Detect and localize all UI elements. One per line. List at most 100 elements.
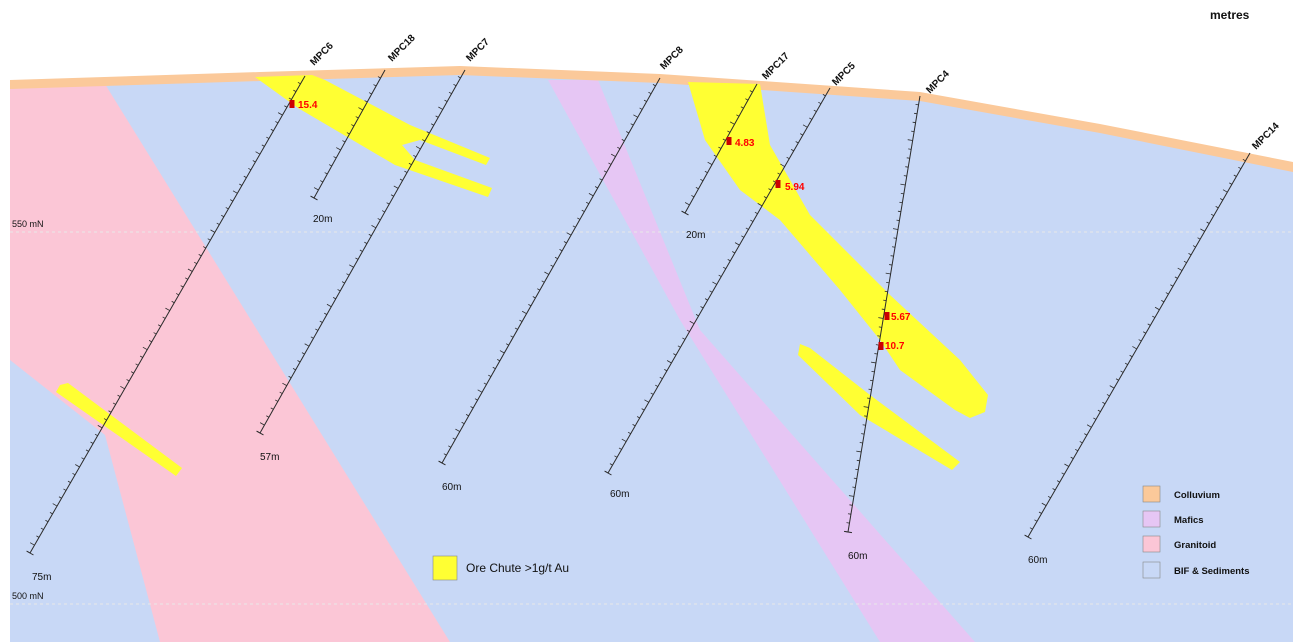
depth-tick — [707, 161, 713, 165]
depth-tick — [390, 194, 394, 197]
depth-tick — [1242, 158, 1246, 162]
depth-tick — [1161, 300, 1165, 303]
hole-label-mpc6: MPC6 — [308, 40, 336, 68]
depth-tick — [1047, 495, 1051, 499]
depth-tick — [727, 259, 731, 262]
depth-tick — [142, 346, 148, 351]
depth-tick — [126, 379, 130, 382]
depth-tick — [293, 89, 297, 92]
depth-tick — [443, 453, 447, 456]
depth-tick — [58, 496, 62, 499]
depth-tick — [632, 424, 636, 427]
depth-tick — [455, 428, 460, 432]
depth-tick — [117, 394, 121, 397]
depth-tick — [1183, 260, 1187, 264]
depth-tick — [718, 146, 722, 149]
depth-tick — [438, 106, 443, 110]
depth-tick — [559, 249, 563, 252]
assay-value-mpc17: 4.83 — [735, 138, 755, 149]
depth-tick — [499, 350, 505, 354]
depth-tick — [341, 281, 345, 284]
depth-label-mpc6: 75m — [32, 572, 51, 583]
depth-tick — [599, 178, 603, 181]
depth-tick — [139, 355, 143, 358]
depth-tick — [198, 254, 202, 257]
depth-tick — [609, 463, 613, 466]
depth-tick — [727, 130, 731, 133]
depth-tick — [282, 382, 287, 387]
depth-tick — [266, 136, 270, 139]
depth-tick — [734, 242, 740, 246]
depth-tick — [72, 472, 76, 476]
depth-tick — [652, 84, 656, 87]
depth-tick — [1120, 370, 1124, 373]
depth-tick — [1200, 228, 1205, 232]
depth-tick — [336, 147, 341, 151]
depth-tick — [566, 232, 572, 236]
depth-tick — [422, 139, 426, 142]
depth-tick — [813, 109, 817, 112]
depth-tick — [636, 416, 640, 419]
hole-label-mpc8: MPC8 — [658, 44, 686, 72]
depth-tick — [1197, 237, 1201, 240]
depth-tick — [435, 115, 439, 118]
hole-label-mpc17: MPC17 — [760, 50, 792, 82]
depth-label-mpc17: 20m — [686, 230, 705, 241]
depth-tick — [1109, 385, 1115, 389]
depth-tick — [732, 251, 736, 254]
depth-tick — [863, 406, 869, 408]
depth-tick — [1093, 417, 1097, 420]
depth-tick — [709, 290, 713, 293]
depth-tick — [1061, 472, 1065, 475]
assay-markers — [289, 100, 890, 350]
ore-chute-lower-right — [798, 344, 960, 470]
depth-tick — [444, 99, 448, 102]
ore-chute-upper-left — [255, 75, 492, 197]
depth-tick — [614, 455, 618, 458]
depth-tick — [682, 337, 686, 340]
depth-tick — [49, 512, 53, 515]
depth-tick — [617, 146, 621, 150]
depth-tick — [780, 163, 785, 167]
depth-tick — [700, 178, 704, 182]
depth-tick — [1152, 315, 1156, 318]
depth-tick — [277, 112, 283, 116]
depth-tick — [822, 94, 826, 97]
depth-tick — [1132, 346, 1137, 350]
depth-tick — [757, 203, 763, 207]
depth-tick — [695, 314, 699, 317]
depth-tick — [477, 389, 483, 393]
depth-tick — [768, 188, 772, 191]
depth-tick — [885, 272, 891, 275]
depth-tick — [1165, 292, 1169, 295]
depth-tick — [371, 225, 377, 229]
depth-label-mpc7: 57m — [260, 452, 279, 463]
drillhole-end-cap — [1024, 534, 1032, 540]
depth-tick — [261, 144, 265, 147]
depth-tick — [230, 199, 234, 202]
depth-tick — [610, 153, 616, 157]
depth-tick — [1220, 198, 1224, 201]
depth-tick — [1115, 378, 1119, 381]
depth-tick — [157, 324, 161, 327]
depth-tick — [790, 149, 794, 152]
legend-label-bif-sediments: BIF & Sediments — [1174, 566, 1250, 577]
depth-tick — [239, 183, 243, 186]
gridline-label-500mn: 500 mN — [12, 591, 44, 601]
depth-tick — [1064, 463, 1069, 467]
depth-tick — [29, 542, 35, 546]
drillhole-trace-mpc5 — [607, 87, 831, 474]
legend-swatch-mafics — [1142, 510, 1161, 528]
depth-tick — [537, 288, 541, 291]
depth-tick — [426, 131, 430, 134]
depth-tick — [63, 488, 67, 491]
depth-tick — [633, 114, 638, 118]
depth-tick — [704, 170, 708, 174]
depth-tick — [572, 225, 576, 228]
depth-tick — [320, 180, 324, 183]
depth-tick — [704, 298, 708, 301]
depth-tick — [162, 316, 166, 319]
depth-tick — [165, 307, 170, 311]
depth-tick — [319, 320, 323, 323]
depth-tick — [297, 81, 301, 85]
